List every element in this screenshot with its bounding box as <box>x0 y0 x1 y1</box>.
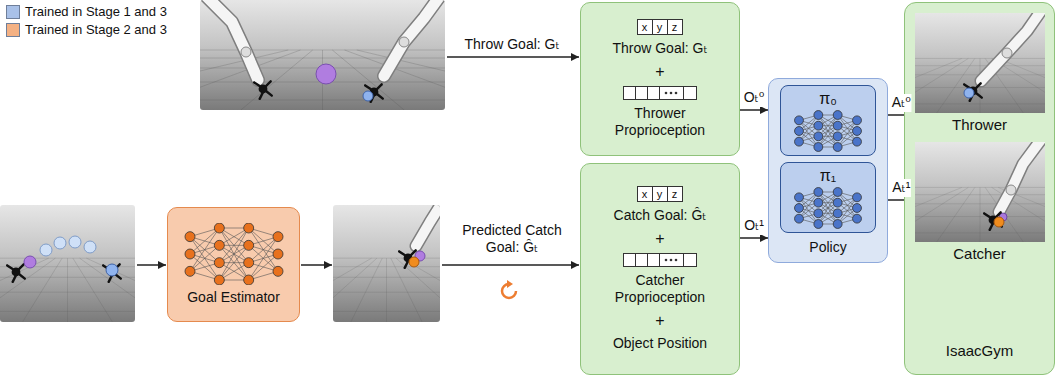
node-text: Thrower <box>952 116 1007 134</box>
coordinate-cells: xyz <box>638 19 683 35</box>
proprioception-vector <box>623 86 697 100</box>
coordinate-cell: x <box>637 19 653 35</box>
arrow-label: Throw Goal: Gₜ <box>448 36 576 53</box>
trajectory-scene <box>0 205 135 322</box>
network-box: π₀ <box>780 85 876 156</box>
network-box: π₁ <box>780 162 876 233</box>
node-text: Throw Goal: Gₜ <box>612 40 707 57</box>
sim-scene <box>915 142 1045 242</box>
coordinate-cells: xyz <box>638 186 683 202</box>
legend-text: Trained in Stage 1 and 3 <box>25 4 167 19</box>
edge-label: Aₜ⁰ <box>891 94 912 112</box>
node-text: Goal Estimator <box>187 289 280 306</box>
policy-symbol: π₀ <box>819 89 837 108</box>
edge-label: Oₜ¹ <box>743 217 765 235</box>
plus-sign: + <box>655 62 664 81</box>
proprioception-vector <box>623 253 697 267</box>
node-text: Policy <box>809 239 846 256</box>
edge-label: Aₜ¹ <box>891 179 911 197</box>
node-text: Catcher <box>953 245 1006 263</box>
legend-swatch <box>6 23 20 37</box>
throw-scene <box>200 0 445 110</box>
coordinate-cell: x <box>637 186 653 202</box>
node-text: Catcher Proprioception <box>595 272 725 306</box>
network-icon <box>182 223 286 285</box>
edge-label: Oₜ⁰ <box>743 89 766 107</box>
coordinate-cell: y <box>652 186 668 202</box>
node-text: Object Position <box>613 335 707 352</box>
coordinate-cell: z <box>667 19 683 35</box>
loop-icon <box>502 280 516 298</box>
arrow-label: Predicted Catch Goal: Ĝₜ <box>452 222 572 256</box>
policy-symbol: π₁ <box>820 166 836 185</box>
plus-sign: + <box>655 311 664 330</box>
legend-row: Trained in Stage 1 and 3 <box>6 4 167 19</box>
node-text: Thrower Proprioception <box>595 105 725 139</box>
node-text: Catch Goal: Ĝₜ <box>614 207 707 224</box>
catch-goal-scene <box>333 205 440 322</box>
node-text: IsaacGym <box>946 342 1014 360</box>
scene-card: Thrower <box>915 13 1045 134</box>
estimator-box: Goal Estimator <box>167 207 300 322</box>
network-icon <box>791 187 865 229</box>
scene-card: Catcher <box>915 142 1045 263</box>
input-box: xyzThrow Goal: Gₜ + Thrower Proprioception <box>580 2 740 156</box>
plus-sign: + <box>655 229 664 248</box>
input-box: xyzCatch Goal: Ĝₜ + Catcher Proprioception… <box>580 163 740 375</box>
observation-action-arrow <box>740 237 768 239</box>
sim-scene <box>915 13 1045 113</box>
legend-text: Trained in Stage 2 and 3 <box>25 22 167 37</box>
coordinate-cell: y <box>652 19 668 35</box>
legend-row: Trained in Stage 2 and 3 <box>6 22 167 37</box>
legend-swatch <box>6 5 20 19</box>
policy-box: π₀ π₁ Policy <box>768 78 888 263</box>
observation-action-arrow <box>740 109 768 111</box>
coordinate-cell: z <box>667 186 683 202</box>
simulator-box: ThrowerCatcherIsaacGym <box>904 2 1055 375</box>
network-icon <box>791 110 865 152</box>
